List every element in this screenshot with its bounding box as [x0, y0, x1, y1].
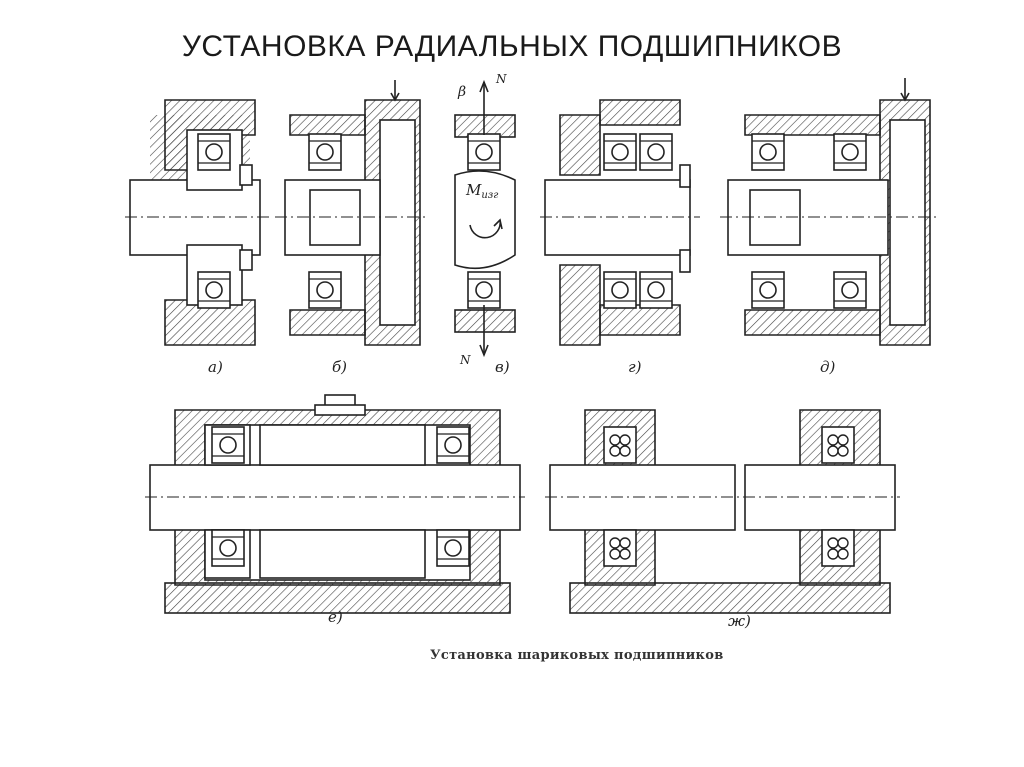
- bending-moment-symbol: M: [466, 181, 482, 199]
- figure-label-g: г): [628, 358, 642, 376]
- figure-d-assembly: [720, 78, 940, 346]
- bending-moment-label: Mизг: [466, 181, 498, 201]
- slide-title: УСТАНОВКА РАДИАЛЬНЫХ ПОДШИПНИКОВ: [181, 30, 843, 63]
- beta-symbol: β: [458, 84, 467, 100]
- figure-caption: Установка шариковых подшипников: [430, 648, 724, 663]
- figure-zh-assembly: [545, 409, 900, 614]
- figure-e-assembly: [145, 394, 525, 614]
- figure-b-assembly: [275, 80, 425, 346]
- figure-label-b: б): [332, 358, 348, 376]
- figure-label-zh: ж): [728, 612, 751, 630]
- figure-g-assembly: [540, 99, 700, 346]
- figure-label-v: в): [495, 358, 510, 376]
- normal-force-top-label: N: [496, 72, 507, 86]
- figure-label-e: е): [328, 608, 343, 626]
- figure-a-assembly: [125, 99, 270, 346]
- figure-label-a: а): [208, 358, 223, 376]
- normal-force-bottom-label: N: [460, 353, 471, 367]
- bending-moment-subscript: изг: [481, 190, 499, 201]
- figure-v-assembly: [454, 79, 516, 358]
- figure-label-d: д): [820, 358, 836, 376]
